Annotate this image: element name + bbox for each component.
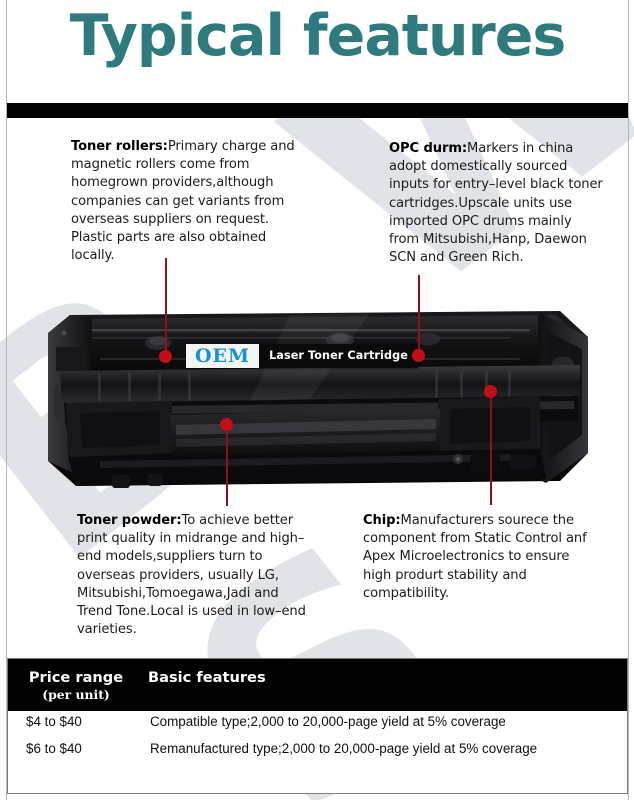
cell-basic-features: Compatible type;2,000 to 20,000-page yie… [150,714,506,729]
toner-cartridge-photo [40,303,595,508]
callout-body-toner-rollers: Primary charge and magnetic rollers come… [71,139,295,264]
callout-label-toner-rollers: Toner rollers: [71,139,168,154]
table-row: $6 to $40 Remanufactured type;2,000 to 2… [8,738,627,765]
page-border-right [628,0,629,800]
header-divider-bar [7,103,628,118]
callout-dot-chip [484,385,497,398]
cell-price-range: $4 to $40 [26,714,82,729]
oem-brand-text: OEM [195,344,251,367]
cell-basic-features: Remanufactured type;2,000 to 20,000-page… [150,741,538,756]
callout-body-chip: Manufacturers sourece the component from… [363,513,587,601]
column-header-basic-features: Basic features [148,669,266,686]
callout-dot-opc-drum [412,349,425,362]
callout-opc-drum: OPC durm:Markers in china adopt domestic… [389,140,604,267]
cartridge-name-text: Laser Toner Cartridge [269,349,408,363]
callout-chip: Chip:Manufacturers sourece the component… [363,512,588,603]
callout-dot-toner-powder [220,418,233,431]
callout-dot-toner-rollers [159,350,172,363]
column-header-price-range-sub: (per unit) [42,686,110,702]
page-border-left [6,0,7,800]
cartridge-name-box: Laser Toner Cartridge [259,344,418,368]
callout-label-chip: Chip: [363,513,401,528]
callout-label-toner-powder: Toner powder: [77,513,182,528]
leader-line-chip [490,392,492,505]
cell-price-range: $6 to $40 [26,741,82,756]
column-header-price-range: Price range (per unit) [26,669,126,702]
oem-brand-box: OEM [186,344,260,368]
column-header-price-range-main: Price range [28,669,124,686]
callout-toner-rollers: Toner rollers:Primary charge and magneti… [71,138,311,265]
title-band: Typical features [7,0,628,103]
callout-body-opc-drum: Markers in china adopt domestically sour… [389,141,603,266]
leader-line-opc-drum [418,275,420,356]
callout-label-opc-drum: OPC durm: [389,141,468,156]
callout-toner-powder: Toner powder:To achieve better print qua… [77,512,317,639]
leader-line-toner-powder [226,428,228,506]
specs-table: Price range (per unit) Basic features $4… [7,658,628,794]
oem-product-label: OEM Laser Toner Cartridge [186,344,418,368]
specs-table-body: $4 to $40 Compatible type;2,000 to 20,00… [8,711,627,765]
page-title: Typical features [69,3,567,69]
table-row: $4 to $40 Compatible type;2,000 to 20,00… [8,711,627,738]
specs-table-header: Price range (per unit) Basic features [8,659,627,711]
callout-body-toner-powder: To achieve better print quality in midra… [77,513,306,638]
leader-line-toner-rollers [165,258,167,356]
